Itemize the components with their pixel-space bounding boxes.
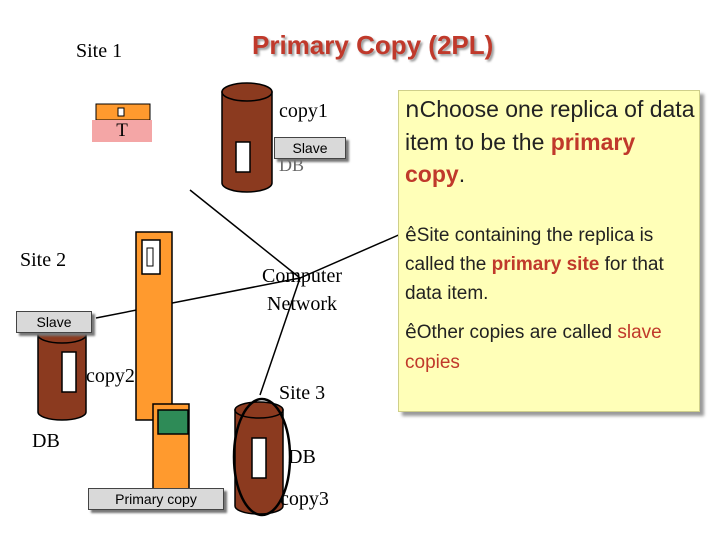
- note-paragraph-2: êSite containing the replica is called t…: [405, 221, 697, 308]
- note-p1-text: Choose one replica of data item to be th…: [405, 96, 695, 155]
- note-p1-end: .: [458, 161, 466, 187]
- site1-db-cylinder-icon: [221, 82, 273, 193]
- primary-copy-highlight-ring: [232, 397, 292, 517]
- bullet-arrow-icon: ê: [405, 321, 417, 343]
- site2-db-label: DB: [32, 430, 60, 452]
- link-network-site2: [95, 277, 301, 319]
- slave-tag-site1: Slave: [274, 137, 346, 159]
- copy1-label: copy1: [279, 100, 328, 122]
- site2-terminal-icon: [135, 231, 173, 421]
- note-p3-text: Other copies are called: [416, 322, 618, 343]
- note-paragraph-3: êOther copies are called slave copies: [405, 317, 697, 378]
- site3-terminal-icon: [152, 403, 190, 505]
- site3-label: Site 3: [279, 382, 326, 404]
- site1-label: Site 1: [76, 40, 123, 62]
- bullet-arrow-icon: ê: [405, 224, 417, 246]
- site2-db-cylinder-icon: [37, 326, 87, 421]
- copy2-label: copy2: [86, 365, 135, 387]
- transaction-label: T: [92, 120, 152, 142]
- primary-copy-tag: Primary copy: [88, 488, 224, 510]
- copy3-label: copy3: [280, 488, 329, 510]
- bullet-square-icon: n: [405, 97, 420, 123]
- site1-db-label: DB: [279, 155, 305, 175]
- note-p1-emphasis: primary copy: [405, 129, 636, 187]
- site3-db-cylinder-icon: [232, 397, 292, 517]
- site2-label: Site 2: [20, 249, 67, 271]
- site3-db-label: DB: [288, 446, 316, 468]
- computer-network-label: Computer Network: [262, 265, 342, 315]
- note-p2-text: Site containing the replica is called th…: [405, 225, 654, 275]
- note-p2-emphasis: primary site: [491, 254, 600, 275]
- note-paragraph-1: nChoose one replica of data item to be t…: [405, 93, 697, 190]
- link-network-site3: [259, 277, 301, 396]
- explanation-note: nChoose one replica of data item to be t…: [398, 90, 700, 412]
- page-title: Primary Copy (2PL): [252, 30, 494, 60]
- note-p2-end: for that data item.: [405, 254, 664, 304]
- site1-terminal-icon: [95, 103, 151, 121]
- note-p3-emphasis: slave copies: [405, 322, 662, 373]
- slave-tag-site2: Slave: [16, 311, 92, 333]
